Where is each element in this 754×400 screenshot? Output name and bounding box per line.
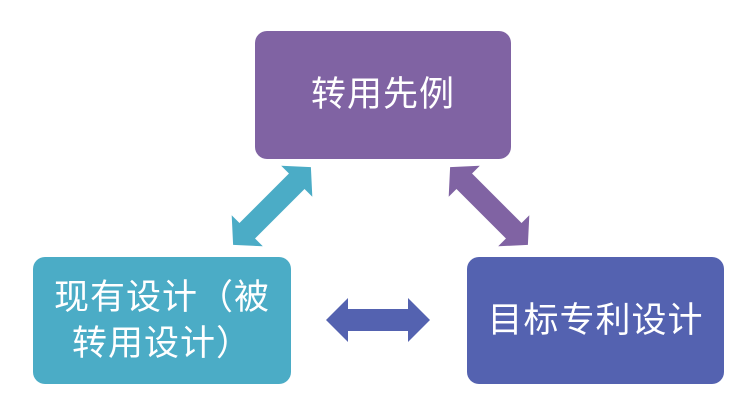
- arrow-left-right: [326, 298, 430, 342]
- node-target-patent-design-label: 目标专利设计: [487, 300, 704, 341]
- node-target-patent-design: 目标专利设计: [467, 257, 724, 384]
- node-transfer-precedent: 转用先例: [255, 31, 511, 159]
- node-existing-design-line1: 现有设计（被: [53, 277, 270, 318]
- arrow-top-right: [448, 165, 530, 247]
- arrow-left-top: [231, 165, 313, 247]
- node-existing-design-line2: 转用设计）: [71, 323, 252, 364]
- node-existing-design: 现有设计（被 转用设计）: [33, 257, 291, 384]
- node-transfer-precedent-label: 转用先例: [310, 75, 455, 115]
